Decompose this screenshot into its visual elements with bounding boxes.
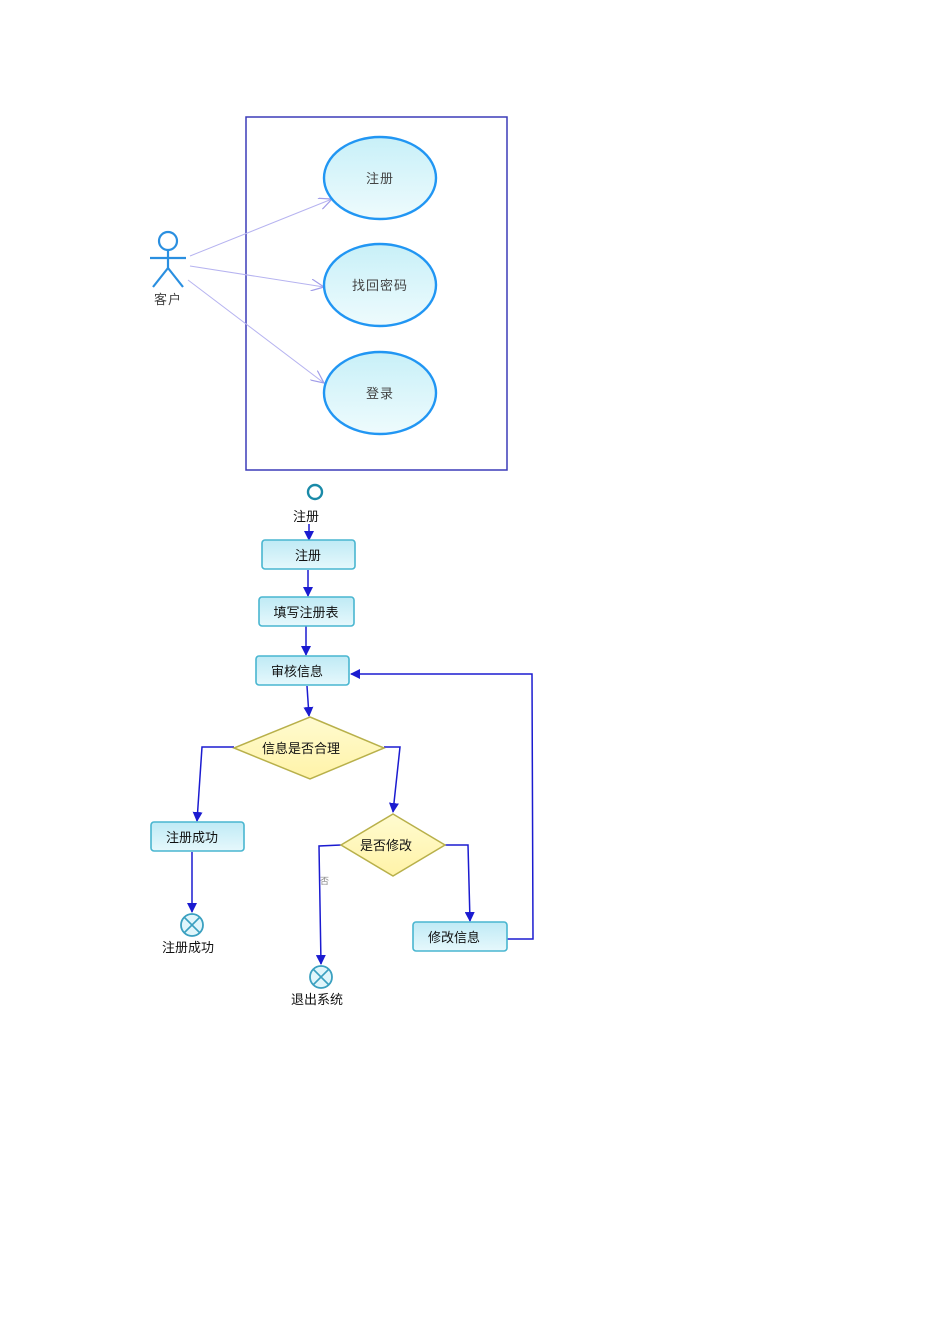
action-review[interactable]: 审核信息: [255, 655, 350, 686]
assoc-recover: [189, 265, 324, 287]
branch-no-label: 否: [320, 876, 329, 887]
flow-review-decision: [303, 685, 314, 717]
action-modify-info-label: 修改信息: [428, 930, 480, 946]
decision-modify[interactable]: 是否修改: [339, 813, 447, 877]
action-modify-info[interactable]: 修改信息: [412, 921, 508, 952]
end-node-success[interactable]: [180, 913, 204, 937]
end-success-label: 注册成功: [162, 941, 214, 956]
assoc-register: [189, 199, 332, 257]
usecase-recover-password[interactable]: 找回密码: [322, 242, 438, 328]
decision-info-valid-shape: [232, 716, 386, 780]
decision-info-valid-label: 信息是否合理: [262, 741, 340, 757]
usecase-login[interactable]: 登录: [322, 350, 438, 436]
actor-head: [157, 230, 179, 252]
actor-leg-right: [167, 267, 184, 288]
flow-modify-no-exit: [315, 844, 342, 965]
decision-modify-label: 是否修改: [360, 839, 412, 854]
action-modify-info-box: [412, 921, 508, 952]
action-register-success-box: [150, 821, 245, 852]
end-exit-x2: [312, 968, 330, 986]
action-register-success-label: 注册成功: [166, 831, 218, 846]
action-fill-form-label: 填写注册表: [273, 606, 338, 621]
assoc-login: [187, 279, 324, 383]
action-register-box: [261, 539, 356, 570]
start-label: 注册: [293, 510, 319, 525]
action-register-success[interactable]: 注册成功: [150, 821, 245, 852]
flow-modify-yes: [445, 844, 475, 922]
flow-loop-back: [350, 669, 534, 940]
action-review-box: [255, 655, 350, 686]
action-register-label: 注册: [295, 549, 321, 564]
end-success-x2: [183, 916, 201, 934]
usecase-recover-label: 找回密码: [352, 278, 408, 294]
actor-customer[interactable]: 客户: [150, 230, 186, 308]
usecase-recover-shape: [322, 242, 438, 328]
action-fill-form[interactable]: 填写注册表: [258, 596, 355, 627]
flow-decision-modify: [384, 746, 401, 813]
end-node-exit[interactable]: [309, 965, 333, 989]
end-exit-label: 退出系统: [291, 993, 343, 1008]
decision-modify-shape: [339, 813, 447, 877]
decision-info-valid[interactable]: 信息是否合理: [232, 716, 386, 780]
start-node[interactable]: [306, 483, 324, 501]
actor-label: 客户: [154, 292, 182, 308]
actor-leg-left: [152, 267, 169, 288]
usecase-register-shape: [322, 135, 438, 221]
usecase-register[interactable]: 注册: [322, 135, 438, 221]
usecase-login-label: 登录: [366, 387, 394, 402]
action-register[interactable]: 注册: [261, 539, 356, 570]
action-review-label: 审核信息: [271, 664, 323, 680]
action-fill-form-box: [258, 596, 355, 627]
usecase-register-label: 注册: [366, 172, 394, 187]
usecase-login-shape: [322, 350, 438, 436]
flow-decision-success: [192, 746, 234, 822]
